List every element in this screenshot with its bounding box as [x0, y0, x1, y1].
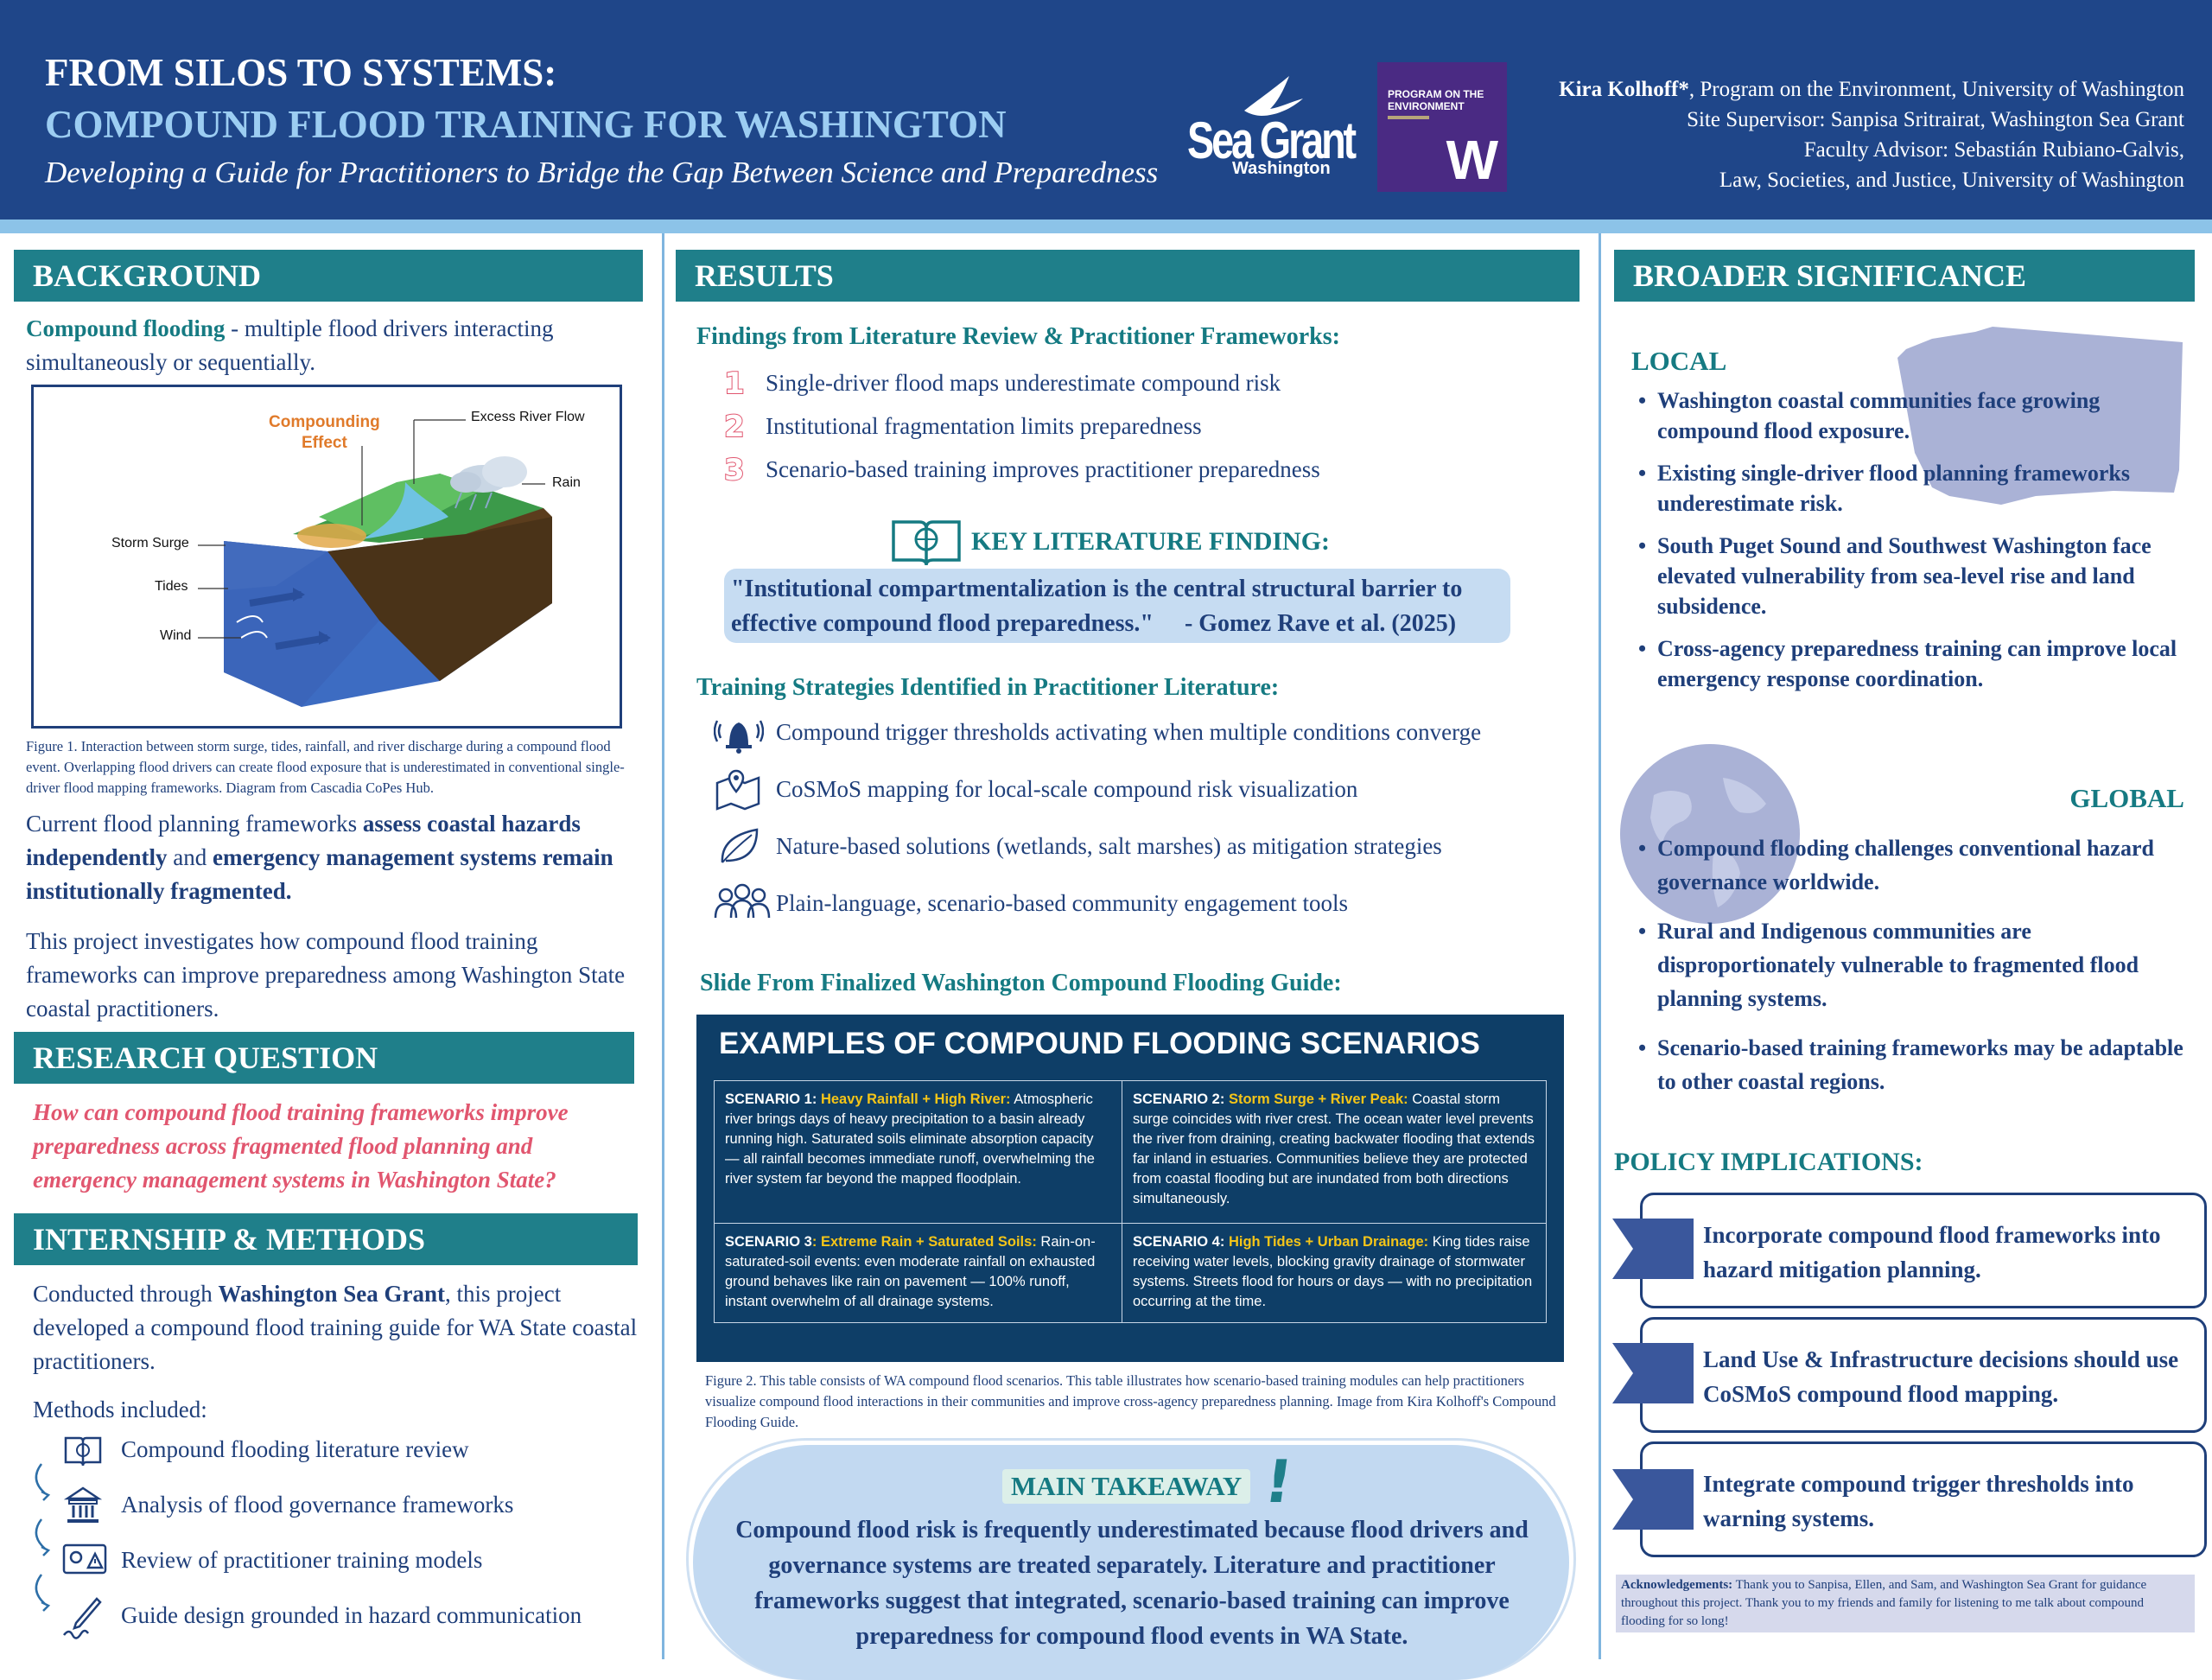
- seagull-icon: [1244, 76, 1303, 116]
- ribbon-arrow-icon: [1612, 1343, 1694, 1403]
- methods-heading: INTERNSHIP & METHODS: [14, 1213, 638, 1265]
- key-quote-source: - Gomez Rave et al. (2025): [1184, 610, 1457, 637]
- header-banner: [0, 0, 2212, 220]
- policy-box: Land Use & Infrastructure decisions shou…: [1640, 1317, 2207, 1433]
- strategy-item: Compound trigger thresholds activating w…: [776, 719, 1482, 745]
- takeaway-text: Compound flood risk is frequently undere…: [735, 1517, 1529, 1650]
- scenario-cell: SCENARIO 4: High Tides + Urban Drainage:…: [1122, 1223, 1547, 1323]
- key-quote-box: "Institutional compartmentalization is t…: [724, 569, 1510, 643]
- policy-box: Integrate compound trigger thresholds in…: [1640, 1441, 2207, 1557]
- takeaway-heading: MAIN TAKEAWAY: [1002, 1469, 1251, 1504]
- local-label: LOCAL: [1631, 346, 1727, 376]
- key-finding-heading: KEY LITERATURE FINDING:: [971, 527, 1331, 556]
- leaf-icon: [721, 828, 759, 863]
- global-item: •Rural and Indigenous communities are di…: [1638, 919, 2139, 1011]
- methods-included-label: Methods included:: [33, 1397, 207, 1422]
- sea-grant-logo: Sea Grant Washington: [1184, 73, 1357, 185]
- presenter-warning-icon: [62, 1543, 107, 1575]
- ribbon-arrow-icon: [1612, 1219, 1694, 1279]
- header-stripe: [0, 220, 2212, 233]
- local-item: •Existing single-driver flood planning f…: [1638, 461, 2131, 516]
- figure-1-caption: Figure 1. Interaction between storm surg…: [26, 738, 625, 796]
- number-1-icon: 1: [723, 366, 746, 402]
- findings-list: 1 Single-driver flood maps underestimate…: [723, 365, 1554, 494]
- scenarios-title: EXAMPLES OF COMPOUND FLOODING SCENARIOS: [719, 1027, 1480, 1060]
- methods-list: Compound flooding literature review Anal…: [26, 1428, 648, 1652]
- strategies-heading: Training Strategies Identified in Practi…: [696, 674, 1280, 701]
- local-item: •Cross-agency preparedness training can …: [1638, 636, 2177, 691]
- background-heading: BACKGROUND: [14, 250, 643, 302]
- method-item: Review of practitioner training models: [121, 1547, 483, 1573]
- local-item: •Washington coastal communities face gro…: [1638, 388, 2101, 443]
- background-para-1: Current flood planning frameworks assess…: [26, 811, 613, 904]
- open-book-icon: [892, 520, 961, 566]
- government-building-icon: [63, 1486, 103, 1523]
- figure-2-caption: Figure 2. This table consists of WA comp…: [705, 1372, 1556, 1430]
- globe-icon: [1620, 744, 1800, 924]
- methods-connector-arrows: [35, 1463, 51, 1612]
- background-intro: Compound flooding - multiple flood drive…: [26, 315, 554, 375]
- results-heading: RESULTS: [676, 250, 1580, 302]
- findings-heading: Findings from Literature Review & Practi…: [696, 323, 1340, 350]
- slide-heading: Slide From Finalized Washington Compound…: [700, 970, 1342, 996]
- global-list: •Compound flooding challenges convention…: [1638, 831, 2184, 1098]
- alarm-bell-icon: [714, 720, 764, 754]
- finding-item: Institutional fragmentation limits prepa…: [766, 413, 1202, 439]
- washington-state-map-icon: [1897, 327, 2183, 505]
- significance-heading: BROADER SIGNIFICANCE: [1614, 250, 2195, 302]
- policy-heading: POLICY IMPLICATIONS:: [1614, 1148, 1923, 1176]
- acknowledgements: Acknowledgements: Thank you to Sanpisa, …: [1616, 1575, 2195, 1632]
- map-pin-icon: [715, 769, 760, 811]
- compound-flood-diagram: Compounding Effect Excess River Flow Rai…: [31, 385, 622, 729]
- strategy-item: Plain-language, scenario-based community…: [776, 890, 1349, 916]
- subtitle: Developing a Guide for Practitioners to …: [45, 156, 1159, 189]
- scenarios-slide: EXAMPLES OF COMPOUND FLOODING SCENARIOS …: [696, 1015, 1564, 1362]
- strategies-list: Compound trigger thresholds activating w…: [714, 712, 1560, 928]
- column-divider: [662, 233, 664, 1659]
- scenario-cell: SCENARIO 3: Extreme Rain + Saturated Soi…: [714, 1223, 1122, 1323]
- finding-item: Single-driver flood maps underestimate c…: [766, 370, 1281, 396]
- global-item: •Scenario-based training frameworks may …: [1638, 1035, 2183, 1094]
- title-line-2: COMPOUND FLOOD TRAINING FOR WASHINGTON: [45, 103, 1007, 146]
- global-item: •Compound flooding challenges convention…: [1638, 836, 2154, 894]
- title-line-1: FROM SILOS TO SYSTEMS:: [45, 51, 557, 94]
- number-2-icon: 2: [723, 409, 746, 445]
- scenario-cell: SCENARIO 1: Heavy Rainfall + High River:…: [714, 1080, 1122, 1224]
- scenario-cell: SCENARIO 2: Storm Surge + River Peak: Co…: [1122, 1080, 1547, 1224]
- local-item: •South Puget Sound and Southwest Washing…: [1638, 533, 2152, 619]
- column-divider: [1599, 233, 1601, 1659]
- finding-item: Scenario-based training improves practit…: [766, 456, 1320, 482]
- flood-diagram-illustration: [198, 419, 552, 707]
- method-item: Analysis of flood governance frameworks: [121, 1492, 514, 1518]
- policy-box: Incorporate compound flood frameworks in…: [1640, 1193, 2207, 1308]
- credits: Kira Kolhoff*, Program on the Environmen…: [1559, 78, 2184, 192]
- background-para-2: This project investigates how compound f…: [26, 928, 626, 1021]
- method-item: Compound flooding literature review: [121, 1436, 469, 1462]
- number-3-icon: 3: [723, 452, 746, 488]
- methods-intro: Conducted through Washington Sea Grant, …: [33, 1281, 638, 1374]
- poe-logo: PROGRAM ON THE ENVIRONMENT W: [1377, 62, 1507, 192]
- strategy-item: CoSMoS mapping for local-scale compound …: [776, 776, 1358, 802]
- uw-w-logo: W: [1446, 129, 1498, 191]
- book-icon: [64, 1436, 102, 1467]
- pen-writing-icon: [63, 1597, 102, 1639]
- global-label: GLOBAL: [2069, 783, 2184, 813]
- research-question-text: How can compound flood training framewor…: [33, 1099, 569, 1193]
- research-question-heading: RESEARCH QUESTION: [14, 1032, 634, 1084]
- strategy-item: Nature-based solutions (wetlands, salt m…: [776, 833, 1442, 859]
- method-item: Guide design grounded in hazard communic…: [121, 1602, 582, 1628]
- community-people-icon: [714, 883, 771, 919]
- key-quote-text: "Institutional compartmentalization is t…: [731, 576, 1463, 637]
- ribbon-arrow-icon: [1612, 1469, 1694, 1530]
- local-list: •Washington coastal communities face gro…: [1638, 385, 2184, 694]
